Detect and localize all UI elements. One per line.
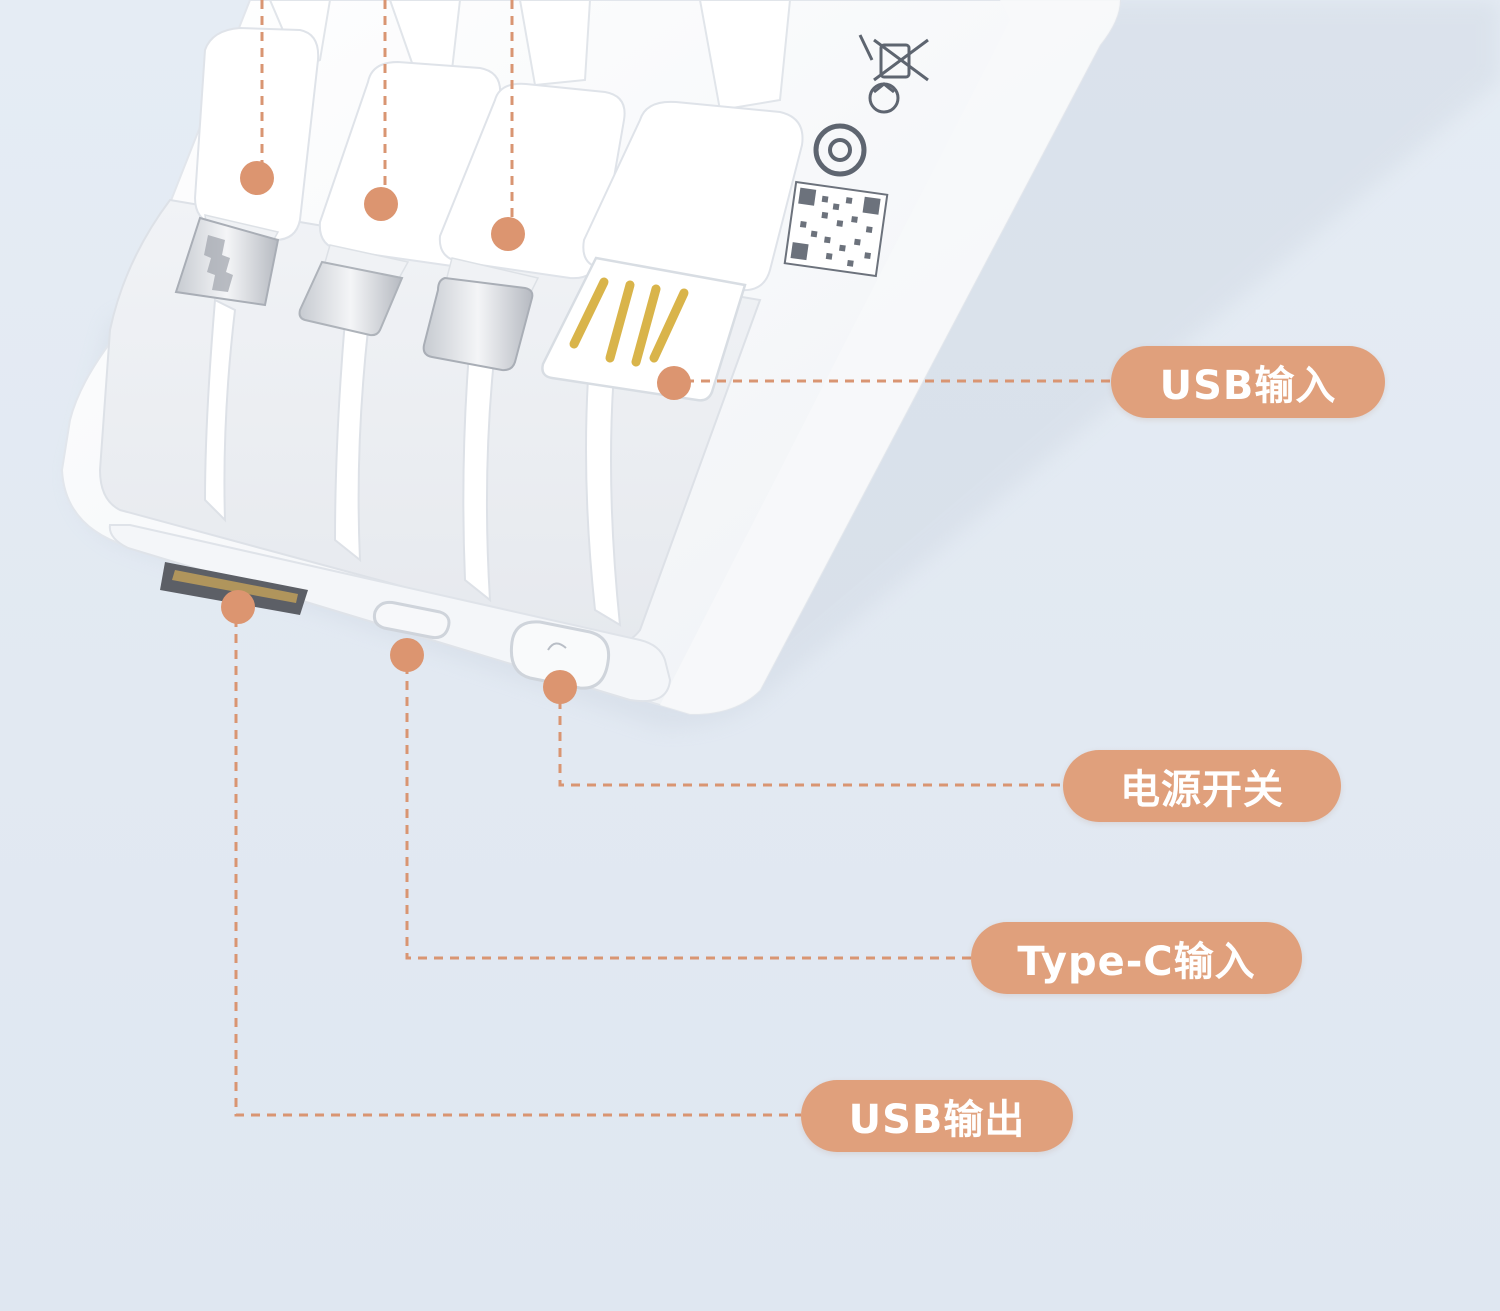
type-c-input-label: Type-C输入 [971,922,1302,994]
recycle-badge [813,123,867,177]
cable-micro-usb [174,0,332,307]
usb-output-label: USB输出 [801,1080,1073,1152]
power-switch-label: 电源开关 [1063,750,1341,822]
crossed-bin-icon [858,34,929,82]
cable-usb-a [541,0,804,402]
cable-type-c [422,0,626,372]
anchor-dots [221,161,691,704]
cable-lightning [298,0,502,337]
recycle-icon [868,82,900,114]
slot-dividers [203,298,622,627]
power-button [509,620,611,690]
lightning-plug [298,260,404,337]
type-c-input-port [372,600,451,640]
usb-a-contacts [569,277,689,367]
leader-lines [234,0,1111,1117]
usb-output-port [160,562,308,615]
usb-input-label: USB输入 [1111,346,1385,418]
qr-code-icon [783,180,889,278]
type-c-plug [422,276,534,372]
